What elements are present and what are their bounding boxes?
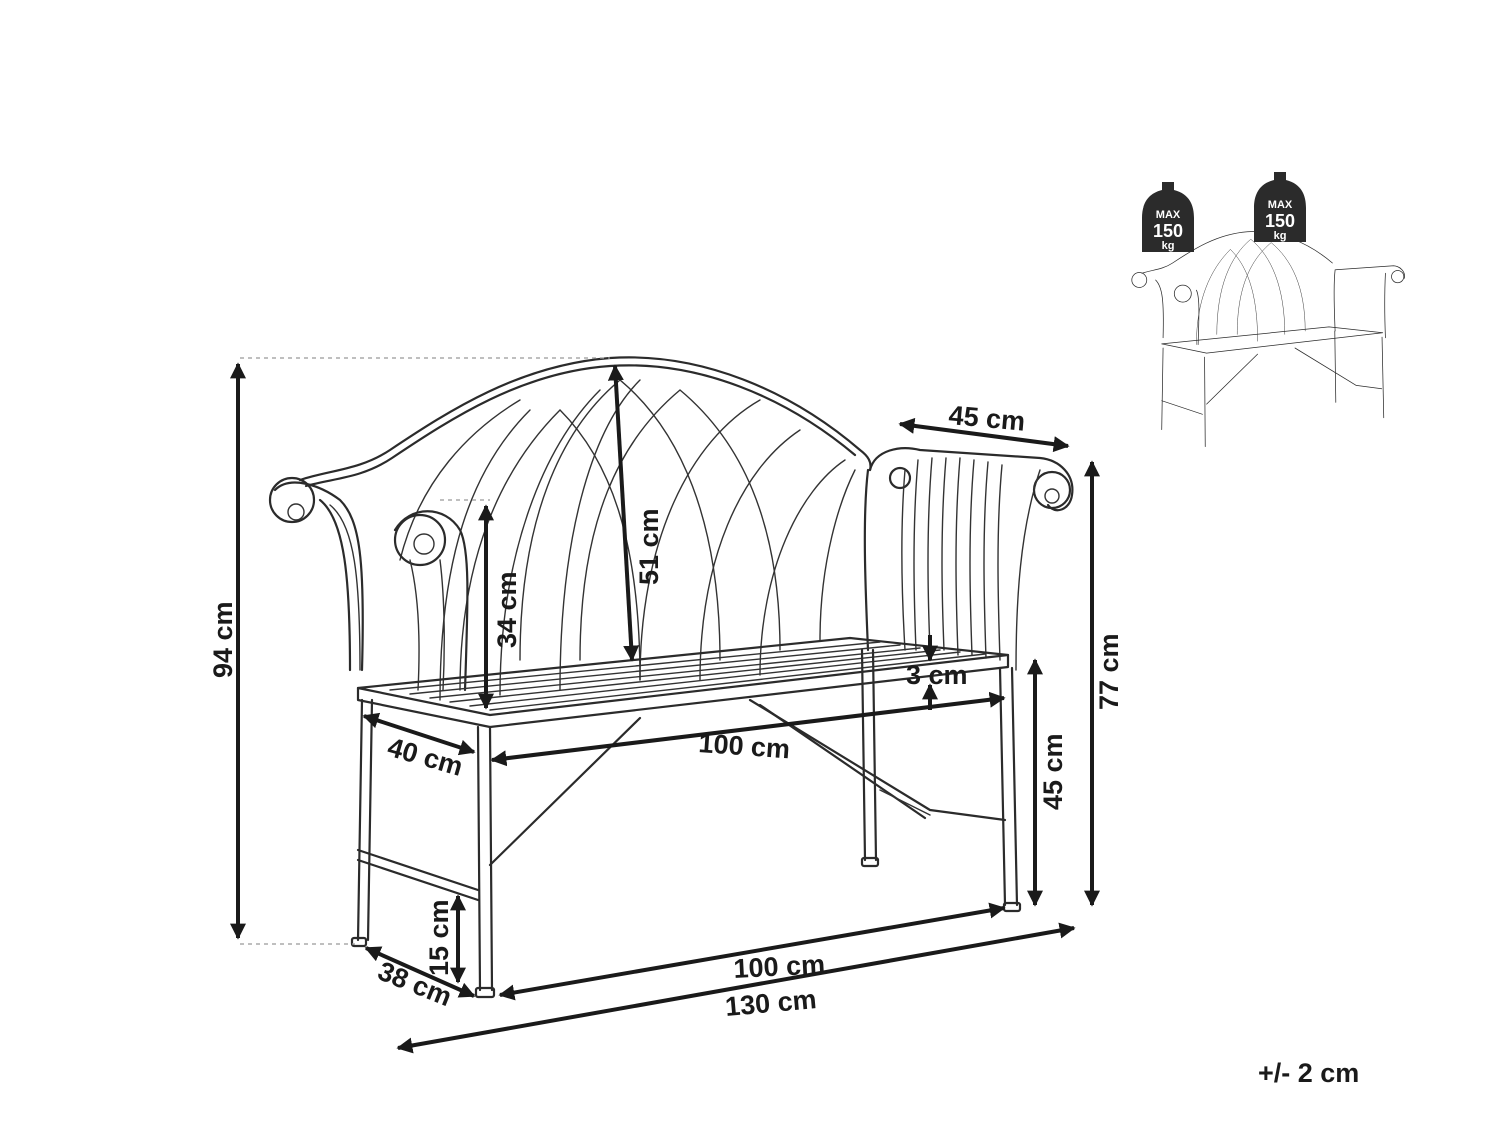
- tolerance-note: +/- 2 cm: [1258, 1058, 1360, 1088]
- label-stretcher-height: 15 cm: [424, 899, 454, 976]
- max-load-value: 150: [1153, 221, 1183, 241]
- max-load-word: MAX: [1156, 209, 1181, 221]
- dimension-lines: [230, 357, 1100, 1054]
- label-overall-width: 130 cm: [724, 984, 818, 1022]
- label-seat-width: 100 cm: [698, 728, 791, 764]
- label-seat-thickness: 3 cm: [906, 660, 968, 690]
- weight-icon: MAX 150 kg: [1142, 182, 1194, 252]
- bench-drawing: [268, 356, 1074, 999]
- label-back-above-seat: 34 cm: [492, 571, 522, 648]
- label-armrest-height: 77 cm: [1094, 633, 1124, 710]
- label-seat-depth: 40 cm: [384, 732, 466, 782]
- weight-icon: MAX 150 kg: [1254, 172, 1306, 242]
- max-load-word: MAX: [1268, 199, 1293, 211]
- label-base-width: 100 cm: [733, 949, 826, 984]
- label-backrest-height: 51 cm: [634, 508, 664, 585]
- label-overall-height: 94 cm: [208, 601, 238, 678]
- max-load-unit: kg: [1162, 240, 1175, 252]
- dimension-labels: 94 cm 51 cm 34 cm 45 cm 77 cm 3 cm 45 cm…: [208, 400, 1124, 1022]
- label-armrest-depth: 45 cm: [947, 400, 1026, 437]
- max-load-value: 150: [1265, 211, 1295, 231]
- max-load-unit: kg: [1274, 230, 1287, 242]
- bench-thumbnail: [1131, 231, 1405, 447]
- label-seat-height: 45 cm: [1038, 733, 1068, 810]
